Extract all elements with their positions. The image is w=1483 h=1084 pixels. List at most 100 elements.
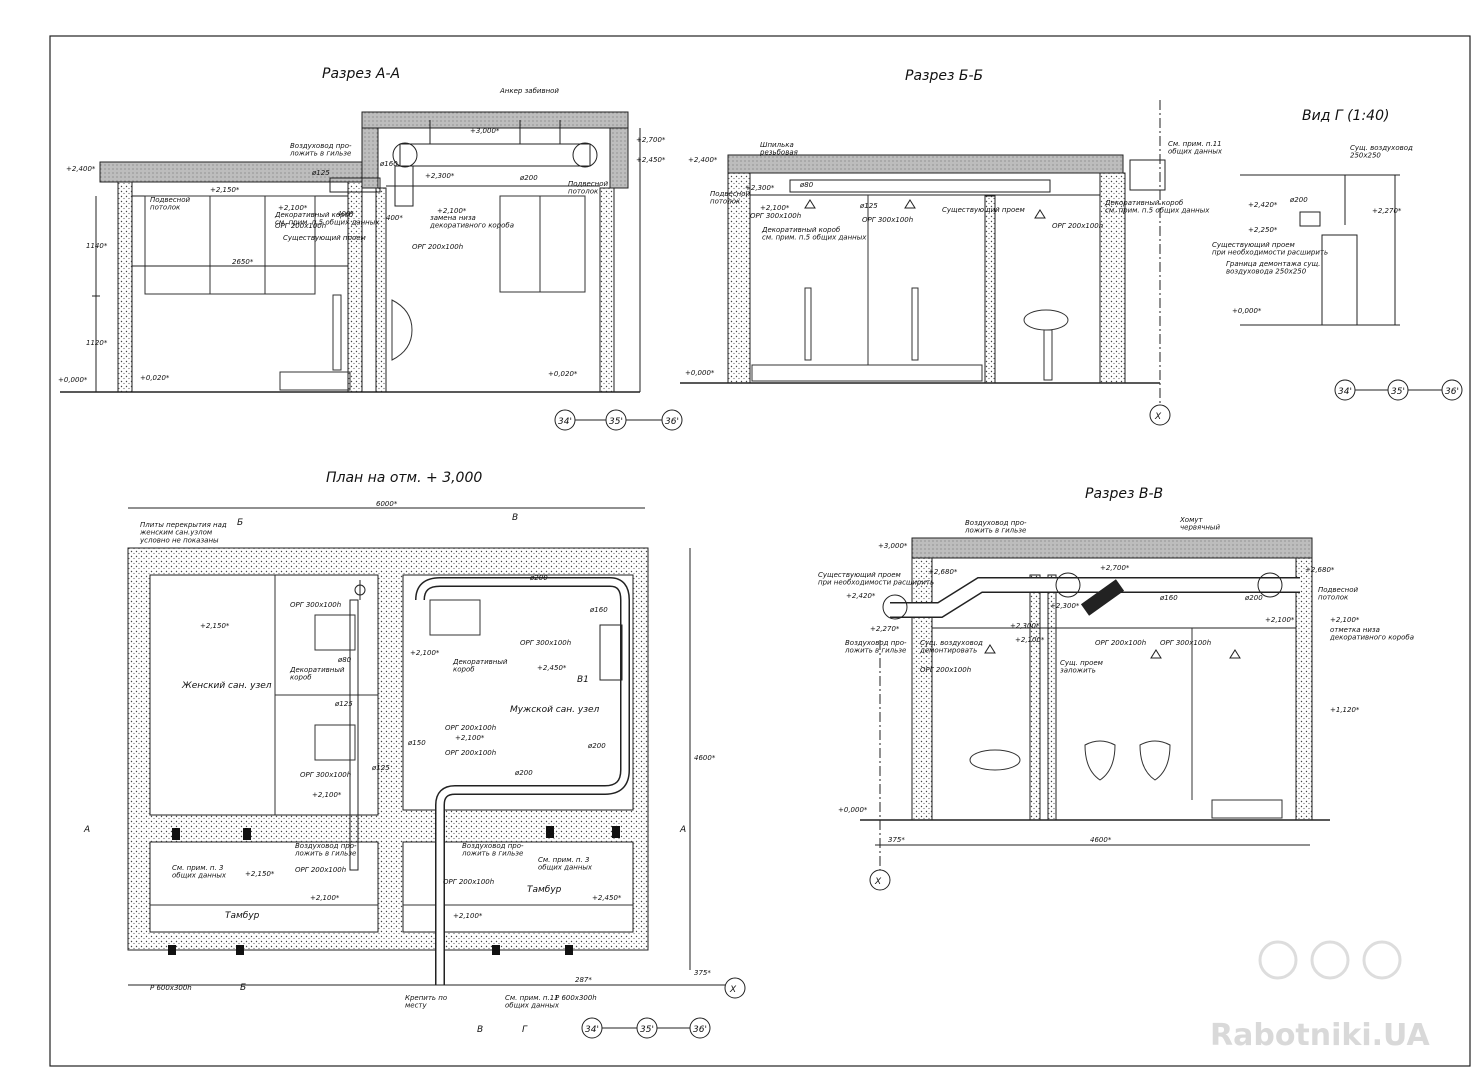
label-grille-3: ОРГ 200х100h xyxy=(1052,222,1103,230)
svg-text:X: X xyxy=(874,877,882,887)
label-duct-sleeve: Воздуховод про-ложить в гильзе xyxy=(289,142,352,158)
label-grille-1: ОРГ 200х100h xyxy=(275,222,326,230)
title-section-a-a: Разрез А-А xyxy=(322,66,400,82)
level-2100: +2,100* xyxy=(312,791,342,799)
mark-v-bottom: В xyxy=(477,1025,483,1035)
title-section-v-v: Разрез В-В xyxy=(1085,486,1163,502)
svg-text:34': 34' xyxy=(1338,387,1352,397)
label-existing: Существующий проем xyxy=(942,206,1026,214)
axis-35: 35' xyxy=(1387,379,1409,401)
label-r-grille-l: Р 600х300h xyxy=(150,984,192,992)
label-duct-sleeve-2: Воздуховод про-ложить в гильзе xyxy=(844,639,907,655)
label-duct-sleeve: Воздуховод про-ложить в гильзе xyxy=(964,519,1027,535)
title-plan: План на отм. + 3,000 xyxy=(326,470,482,486)
label-b1: В1 xyxy=(577,675,589,685)
diam-160: ø160 xyxy=(379,160,398,168)
svg-text:36': 36' xyxy=(693,1025,707,1035)
level-2300: +2,300* xyxy=(745,184,775,192)
mark-v-top: В xyxy=(512,513,518,523)
dim-400: 400* xyxy=(337,210,354,218)
dim-6000: 6000* xyxy=(376,500,398,508)
label-duct-sleeve-r: Воздуховод про-ложить в гильзе xyxy=(461,842,524,858)
level-2270: +2,270* xyxy=(1372,207,1402,215)
level-2400: +2,400* xyxy=(66,165,96,173)
level-2100: +2,100* xyxy=(278,204,308,212)
level-0020r: +0,020* xyxy=(548,370,578,378)
diam-200: ø200 xyxy=(529,574,548,582)
svg-text:35': 35' xyxy=(640,1025,654,1035)
axis-x: X xyxy=(724,977,746,999)
level-0000: +0,000* xyxy=(685,369,715,377)
level-2400: +2,400* xyxy=(688,156,718,164)
sheet-frame xyxy=(49,35,1471,1067)
diam-125: ø125 xyxy=(311,169,330,177)
svg-text:36': 36' xyxy=(665,417,679,427)
svg-text:X: X xyxy=(1154,412,1162,422)
section-a-a: Разрез А-А xyxy=(58,66,683,431)
level-2300: +2,300* xyxy=(1050,602,1080,610)
svg-text:34': 34' xyxy=(558,417,572,427)
level-2100: +2,100* xyxy=(1015,636,1045,644)
label-grille-200-a: ОРГ 200х100h xyxy=(445,724,496,732)
label-border: Граница демонтажа сущ.воздуховода 250х25… xyxy=(1226,260,1320,276)
axis-36: 36' xyxy=(1441,379,1463,401)
mark-g: Г xyxy=(522,1025,528,1035)
diam-160: ø160 xyxy=(1159,594,1178,602)
level-2100c: +2,100* xyxy=(1330,616,1360,624)
level-2420: +2,420* xyxy=(1248,201,1278,209)
level-2100e: +2,100* xyxy=(410,649,440,657)
level-2680: +2,680* xyxy=(928,568,958,576)
diam-150: ø150 xyxy=(407,739,426,747)
diam-125: ø125 xyxy=(334,700,353,708)
label-anchor: Анкер забивной xyxy=(499,87,559,95)
axis-x: X xyxy=(869,869,891,891)
diam-80: ø80 xyxy=(799,181,814,189)
dim-287: 287* xyxy=(575,976,592,984)
label-grille-300-w: ОРГ 300х100h xyxy=(300,771,351,779)
level-3000: +3,000* xyxy=(878,542,908,550)
level-0020: +0,020* xyxy=(140,374,170,382)
dim-1140: 1140* xyxy=(86,242,108,250)
dim-375: 375* xyxy=(694,969,711,977)
axis-34: 34' xyxy=(554,409,576,431)
level-2450: +2,450* xyxy=(636,156,666,164)
level-2250: +2,250* xyxy=(1248,226,1278,234)
axis-35: 35' xyxy=(605,409,627,431)
label-tambur-l: Тамбур xyxy=(225,911,260,921)
label-grille-300: ОРГ 300х100h xyxy=(290,601,341,609)
dim-400b: 400* xyxy=(386,214,403,222)
label-r-grille-r: Р 600х300h xyxy=(555,994,597,1002)
label-existing-opening: Существующий проем xyxy=(283,234,367,242)
watermark: Rabotniki.UA xyxy=(1210,940,1430,1053)
diam-200b: ø200 xyxy=(587,742,606,750)
label-men: Мужской сан. узел xyxy=(510,705,600,715)
level-2420: +2,420* xyxy=(846,592,876,600)
level-2100: +2,100* xyxy=(760,204,790,212)
level-0000: +0,000* xyxy=(838,806,868,814)
level-2150: +2,150* xyxy=(200,622,230,630)
axis-36: 36' xyxy=(661,409,683,431)
mark-b-top: Б xyxy=(237,518,243,528)
label-grille-m: ОРГ 200х100h xyxy=(1095,639,1146,647)
level-3000: +3,000* xyxy=(470,127,500,135)
svg-text:X: X xyxy=(729,985,737,995)
